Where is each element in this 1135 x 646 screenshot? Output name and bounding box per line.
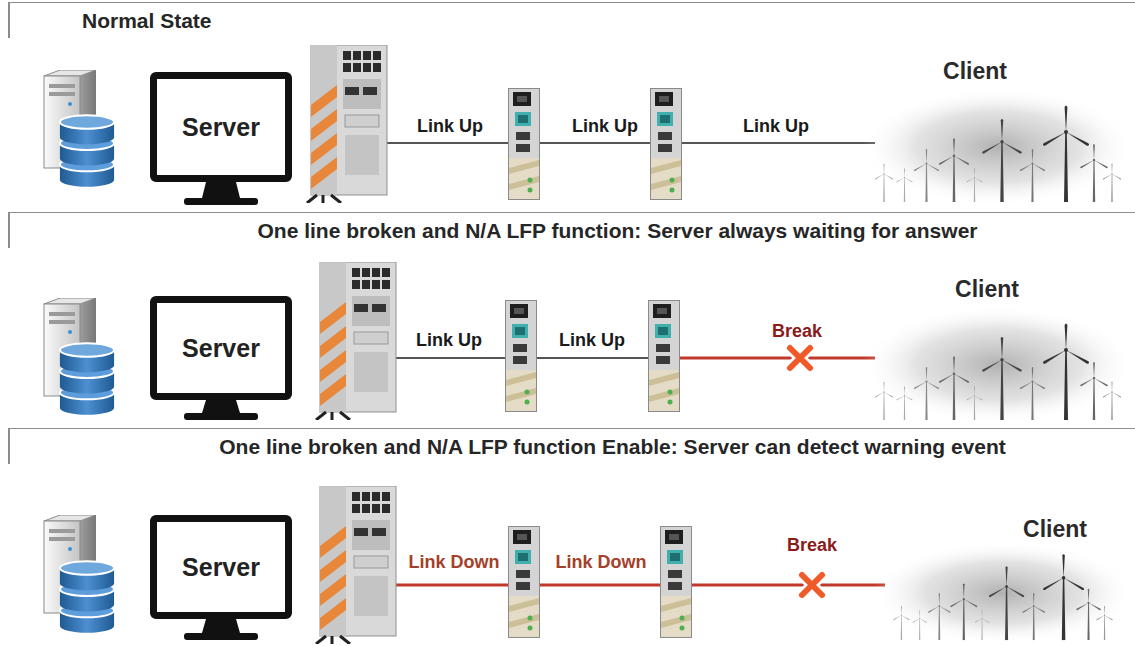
down-link-line	[394, 584, 508, 587]
header-band: One line broken and N/A LFP function Ena…	[8, 428, 1135, 464]
broken-link-line	[692, 584, 885, 587]
section-heading: One line broken and N/A LFP function: Se…	[110, 219, 1125, 243]
client-label: Client	[1023, 516, 1087, 543]
link-line	[540, 142, 650, 144]
link-line	[537, 357, 648, 359]
monitor-stand	[202, 619, 240, 633]
header-band: One line broken and N/A LFP function: Se…	[8, 212, 1135, 248]
wind-farm	[875, 106, 1122, 203]
section-panel: Server Client Normal State	[8, 2, 1135, 208]
break-mark	[802, 575, 822, 595]
client-outline	[872, 516, 1134, 644]
server-label: Server	[182, 113, 260, 142]
link-status: Link Up	[743, 116, 809, 137]
server-label: Server	[182, 553, 260, 582]
media-converter	[649, 301, 680, 412]
fog-ellipse	[872, 542, 1134, 644]
media-converter	[509, 89, 540, 200]
monitor-base	[184, 198, 258, 205]
client-field: Client	[862, 58, 1134, 206]
fog-ellipse	[862, 88, 1134, 206]
database-icon	[60, 561, 114, 633]
link-line	[394, 357, 505, 359]
down-link-line	[540, 584, 660, 587]
link-line	[682, 142, 875, 144]
fog-ellipse	[862, 306, 1134, 424]
wind-farm	[893, 554, 1113, 640]
client-field: Client	[872, 516, 1134, 644]
monitor-stand	[202, 182, 240, 198]
ethernet-switch	[316, 262, 396, 420]
ethernet-switch	[316, 486, 396, 644]
server-label: Server	[182, 334, 260, 363]
link-status: Link Up	[416, 330, 482, 351]
client-label: Client	[955, 276, 1019, 303]
link-status: Break	[787, 535, 837, 556]
link-status: Link Up	[417, 116, 483, 137]
link-status: Break	[772, 321, 822, 342]
ethernet-switch	[307, 45, 387, 203]
client-field: Client	[862, 276, 1134, 424]
link-status: Link Down	[556, 552, 647, 573]
broken-link-line	[680, 357, 875, 360]
server-monitor: Server	[150, 515, 292, 619]
media-converter	[509, 527, 540, 638]
database-icon	[60, 343, 114, 415]
section-heading: One line broken and N/A LFP function Ena…	[100, 435, 1125, 459]
monitor-stand	[202, 400, 240, 413]
break-mark	[790, 348, 810, 368]
monitor-base	[184, 633, 258, 640]
section-panel: Server Client One line broken and N/A LFP …	[8, 212, 1135, 426]
media-converter	[506, 301, 537, 412]
link-line	[385, 142, 508, 144]
monitor-base	[184, 413, 258, 420]
server-monitor: Server	[150, 296, 292, 400]
media-converter	[661, 527, 692, 638]
server-monitor: Server	[150, 72, 292, 182]
link-status: Link Up	[572, 116, 638, 137]
client-label: Client	[943, 58, 1007, 85]
section-panel: Server Client One line broken and N/A LFP …	[8, 428, 1135, 646]
database-icon	[60, 115, 114, 187]
section-heading: Normal State	[82, 9, 1125, 33]
media-converter	[651, 89, 682, 200]
link-status: Link Down	[409, 552, 500, 573]
link-status: Link Up	[559, 330, 625, 351]
header-band: Normal State	[8, 2, 1135, 38]
wind-farm	[875, 324, 1122, 421]
